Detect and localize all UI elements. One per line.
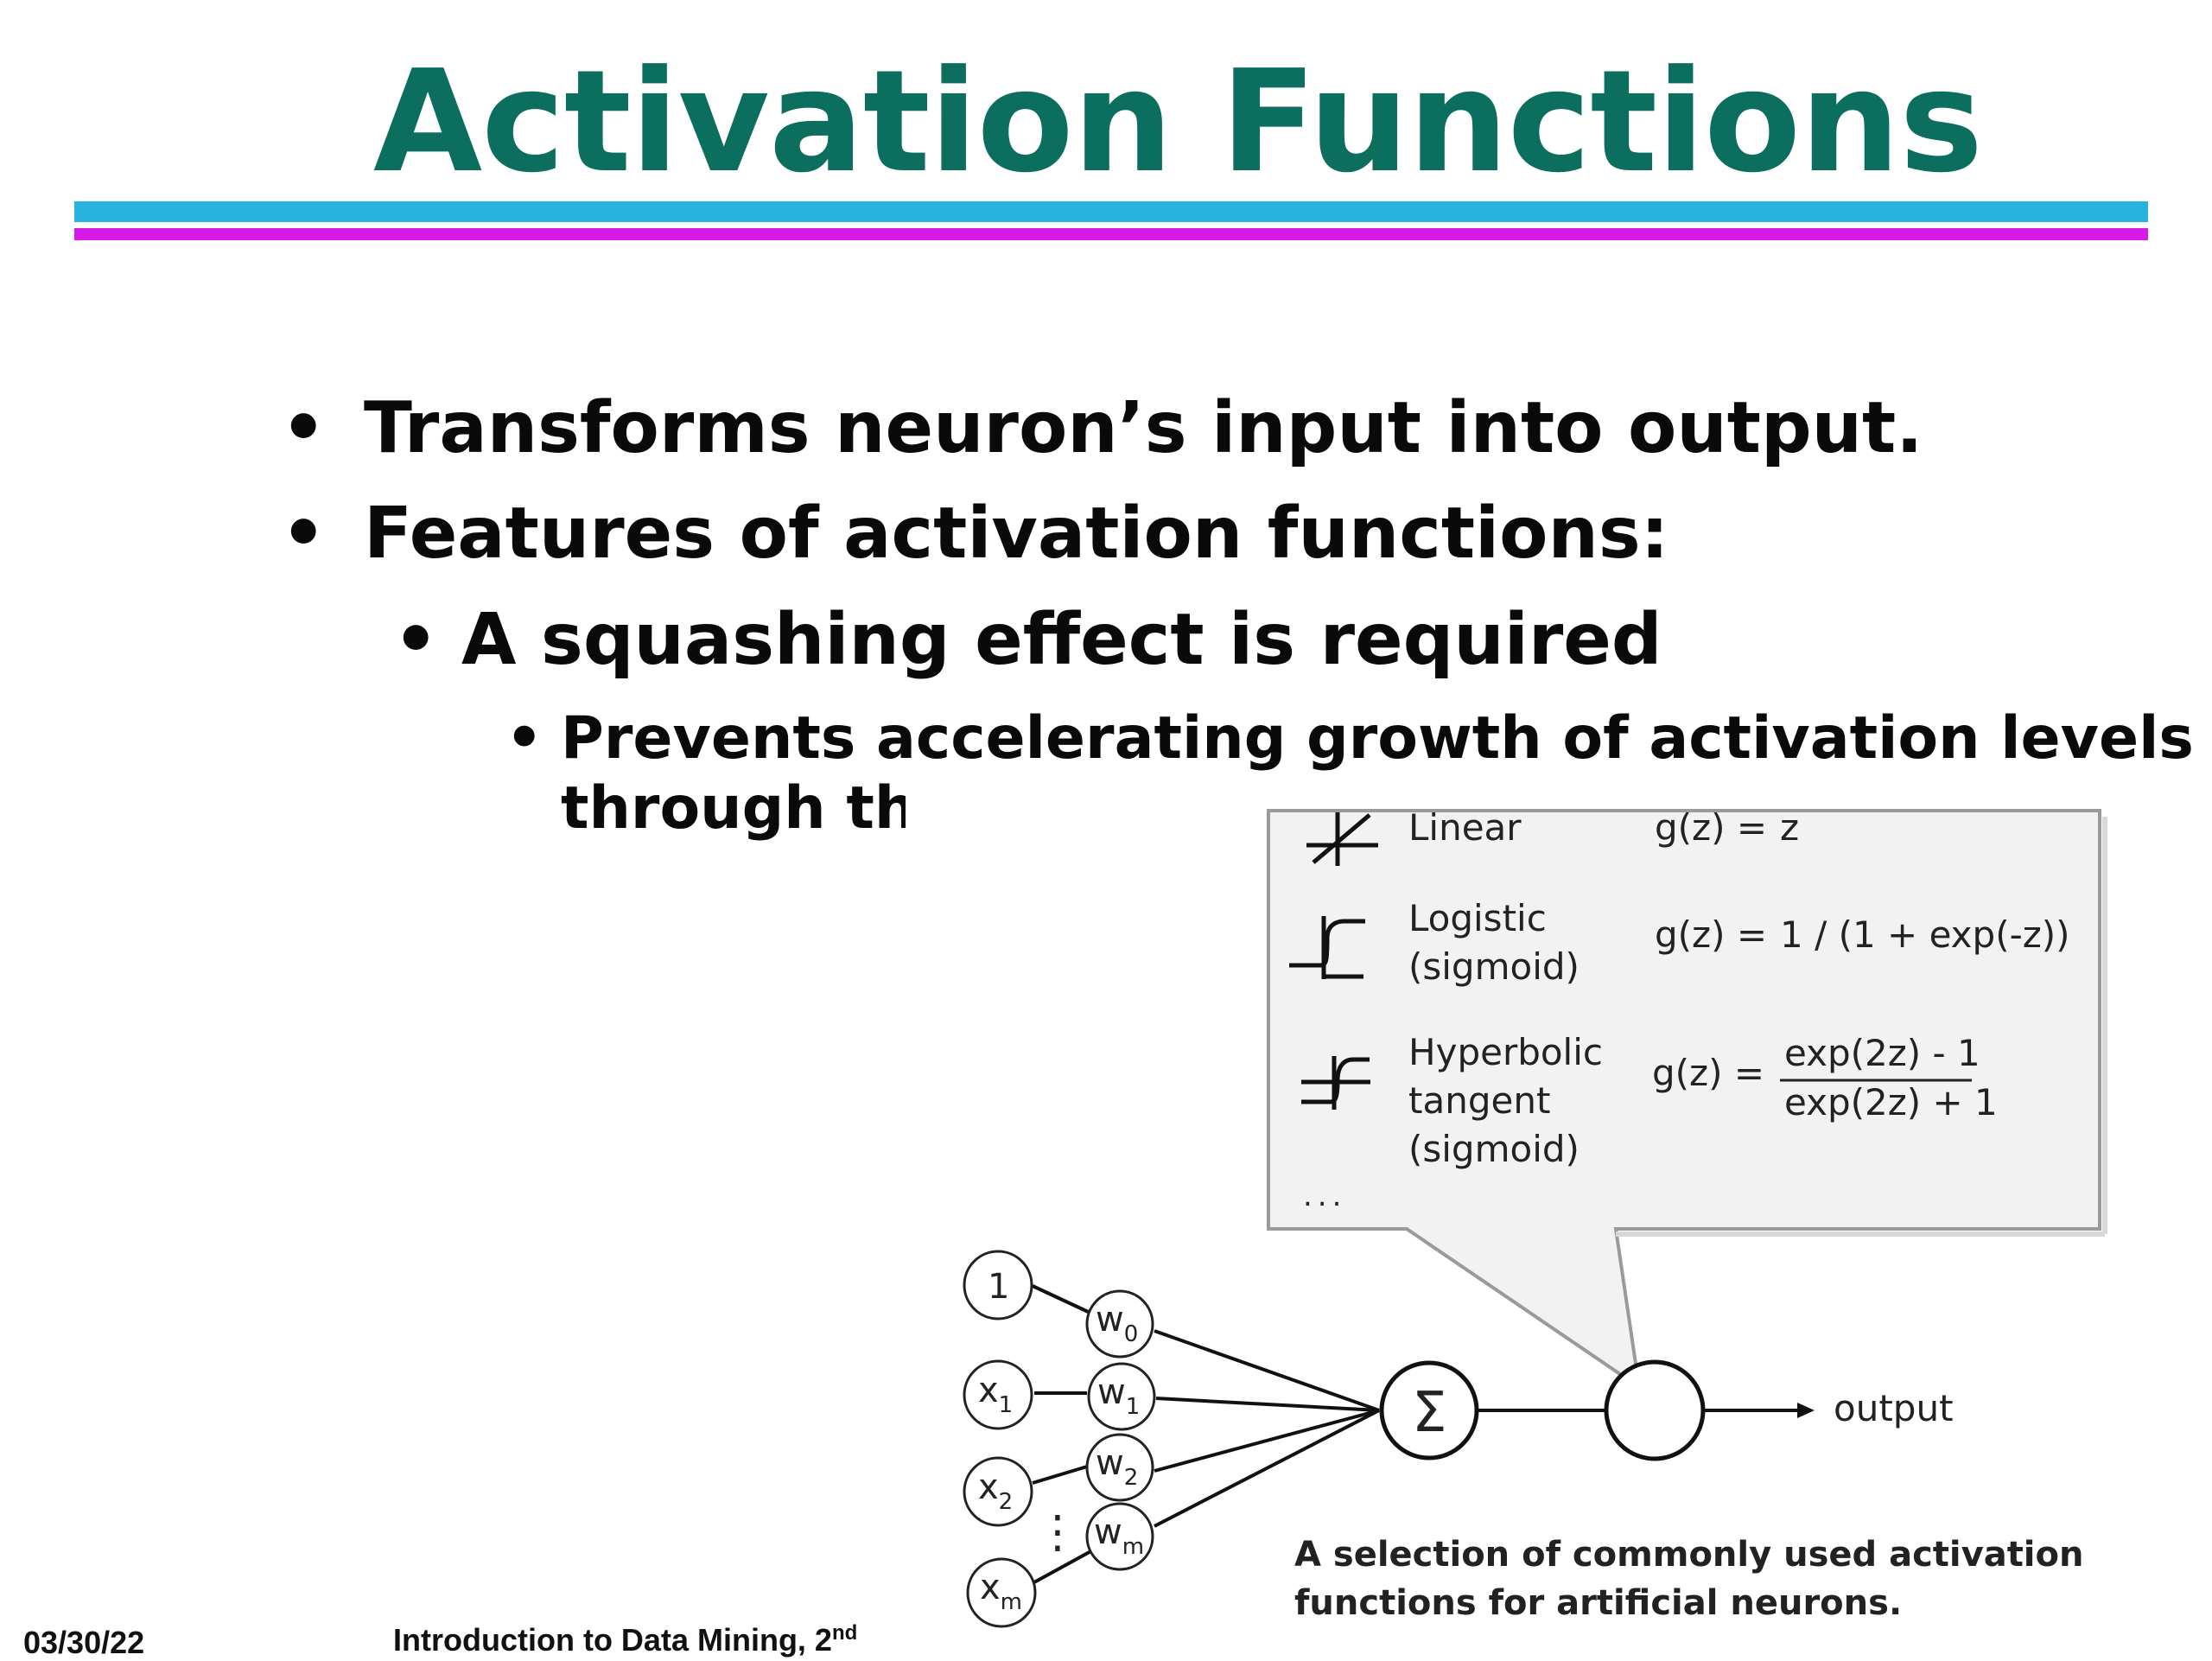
weight-node-w0 [1085, 1289, 1154, 1359]
function-name-tanh-3: (sigmoid) [1408, 1128, 1580, 1170]
bullet-dot: • [281, 387, 327, 469]
input-dots: ⋮ [1035, 1506, 1080, 1558]
sub-sub-bullet-1-text: Prevents accelerating growth of activati… [561, 704, 2194, 773]
footer-date: 03/30/22 [23, 1625, 145, 1660]
input-node-xm [966, 1557, 1037, 1628]
figure-caption-line-2: functions for artificial neurons. [1294, 1583, 1902, 1623]
weight-node-w2 [1085, 1433, 1154, 1502]
bullet-2-text: Features of activation functions: [364, 493, 1669, 575]
function-name-tanh-2: tangent [1408, 1079, 1550, 1122]
weight-node-w1 [1087, 1362, 1156, 1431]
sub-sub-bullet-1: • Prevents accelerating growth of activa… [505, 704, 2194, 773]
figure-caption-line-1: A selection of commonly used activation [1294, 1535, 2083, 1575]
logistic-icon [1289, 916, 1365, 979]
input-label-bias: 1 [988, 1267, 1009, 1307]
function-label-logistic: g(z) = [1655, 913, 1767, 956]
footer-book: Introduction to Data Mining, 2nd [393, 1621, 857, 1658]
input-label-x2: x2 [978, 1467, 1013, 1515]
activation-node [1604, 1359, 1706, 1461]
bullet-dot: • [505, 704, 543, 773]
input-node-bias [963, 1250, 1033, 1321]
output-arrowhead [1797, 1403, 1815, 1418]
footer-book-sup: nd [831, 1621, 858, 1645]
tanh-icon [1301, 1056, 1370, 1110]
bullet-1-text: Transforms neuron’s input into output. [364, 387, 1923, 469]
title-rule-cyan [74, 201, 2148, 222]
function-label-tanh: g(z) = [1652, 1052, 1764, 1094]
title-rule-magenta [74, 228, 2148, 240]
sub-bullet-1: • A squashing effect is required [393, 599, 1662, 681]
weight-node-wm [1085, 1502, 1154, 1571]
input-label-xm: xm [980, 1568, 1022, 1615]
neuron-connections [1032, 1284, 1799, 1585]
function-name-tanh-1: Hyperbolic [1408, 1031, 1603, 1073]
slide-title: Activation Functions [373, 41, 1983, 204]
sum-symbol: Σ [1412, 1381, 1446, 1445]
sum-node [1379, 1360, 1479, 1461]
weight-label-w0: w0 [1096, 1300, 1138, 1347]
callout-box [1267, 809, 2101, 1391]
sub-bullet-1-text: A squashing effect is required [461, 599, 1662, 681]
bullet-dot: • [281, 493, 327, 575]
function-denominator-tanh: exp(2z) + 1 [1784, 1081, 1998, 1123]
linear-icon [1306, 812, 1378, 866]
weight-label-w2: w2 [1096, 1443, 1138, 1491]
input-label-x1: x1 [978, 1371, 1013, 1418]
footer-book-title: Introduction to Data Mining, 2 [393, 1622, 832, 1658]
weight-label-w1: w1 [1097, 1372, 1140, 1420]
output-label: output [1834, 1387, 1954, 1429]
function-label-linear: g(z) = [1655, 806, 1767, 849]
functions-ellipsis: ... [1303, 1179, 1346, 1213]
bullet-1: • Transforms neuron’s input into output. [281, 387, 1923, 469]
figure-overlap-patch [906, 778, 1303, 838]
input-node-x1 [963, 1359, 1033, 1430]
function-numerator-tanh: exp(2z) - 1 [1784, 1032, 1980, 1074]
function-name-linear: Linear [1408, 806, 1522, 849]
function-formula-logistic: 1 / (1 + exp(-z)) [1780, 913, 2070, 956]
input-node-x2 [963, 1456, 1033, 1527]
weight-label-wm: wm [1094, 1512, 1144, 1560]
function-name-logistic-2: (sigmoid) [1408, 945, 1580, 988]
bullet-2: • Features of activation functions: [281, 493, 1669, 575]
function-formula-linear: z [1780, 806, 1799, 849]
function-name-logistic-1: Logistic [1408, 897, 1547, 939]
bullet-dot: • [393, 599, 439, 681]
